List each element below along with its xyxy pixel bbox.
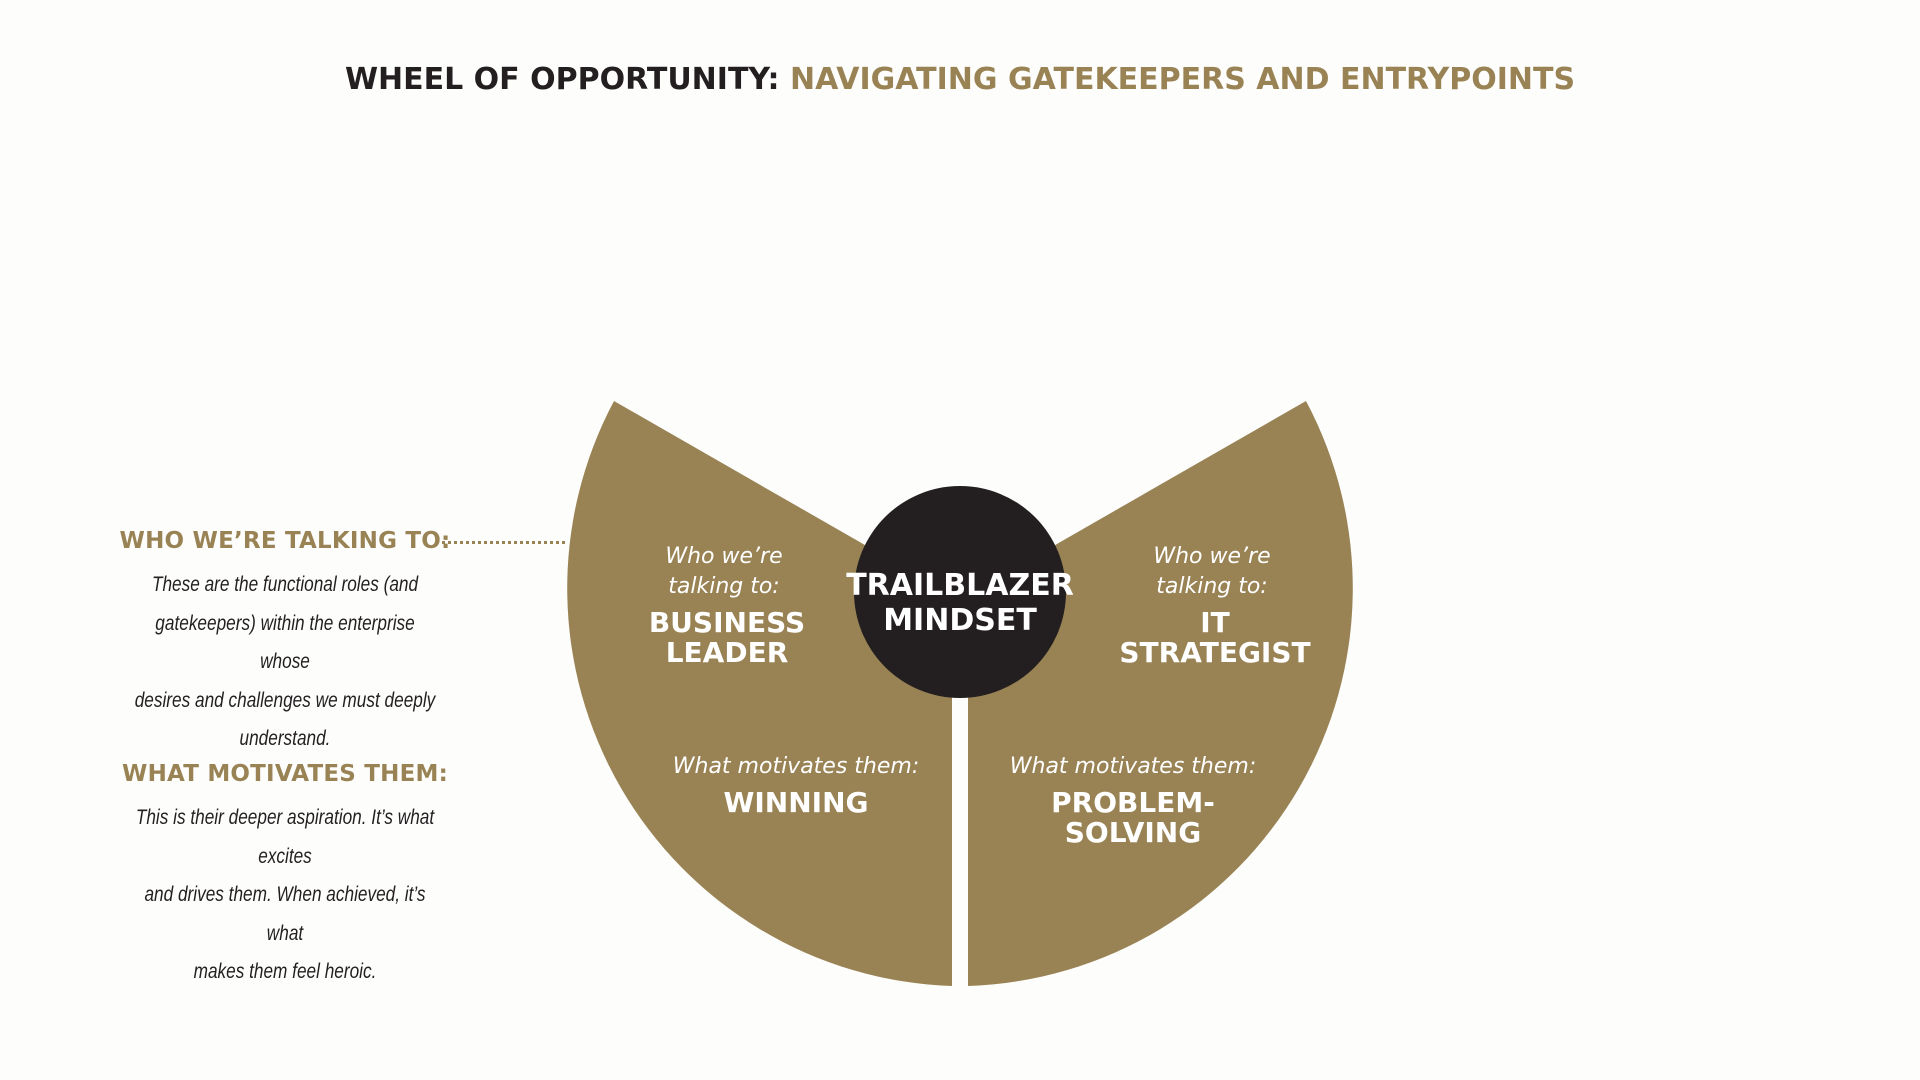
role-name: IT xyxy=(1200,606,1230,639)
role-name: BUSINESS xyxy=(649,606,805,639)
who-line: gatekeepers) within the enterprise whose xyxy=(155,611,415,674)
what-line: This is their deeper aspiration. It’s wh… xyxy=(135,806,435,868)
segment-it-strategist xyxy=(968,401,1353,986)
who-label: talking to: xyxy=(1156,574,1267,599)
segment-business-leader xyxy=(567,401,952,986)
what-section: WHAT MOTIVATES THEM: This is their deepe… xyxy=(95,761,475,992)
who-section: WHO WE’RE TALKING TO: These are the func… xyxy=(95,528,475,759)
title-part-2: NAVIGATING GATEKEEPERS AND ENTRYPOINTS xyxy=(789,62,1576,97)
role-name: LEADER xyxy=(666,636,789,669)
role-name: STRATEGIST xyxy=(1119,636,1310,669)
who-label: talking to: xyxy=(668,574,779,599)
what-line: makes them feel heroic. xyxy=(193,960,377,983)
who-line: understand. xyxy=(239,727,331,750)
motive-name: WINNING xyxy=(723,786,868,819)
hub-circle xyxy=(854,486,1066,698)
motive-name: PROBLEM- xyxy=(1051,786,1215,819)
who-description: These are the functional roles (and gate… xyxy=(129,566,441,759)
who-line: desires and challenges we must deeply xyxy=(134,688,436,712)
page-title: WHEEL OF OPPORTUNITY: NAVIGATING GATEKEE… xyxy=(0,62,1920,97)
motive-label: What motivates them: xyxy=(673,754,920,779)
motive-name: SOLVING xyxy=(1065,816,1201,849)
title-part-1: WHEEL OF OPPORTUNITY: xyxy=(344,62,780,97)
who-label: Who we’re xyxy=(1153,544,1270,569)
motive-label: What motivates them: xyxy=(1010,754,1257,779)
who-label: Who we’re xyxy=(665,544,782,569)
what-description: This is their deeper aspiration. It’s wh… xyxy=(129,799,441,992)
what-heading: WHAT MOTIVATES THEM: xyxy=(122,761,448,787)
what-line: and drives them. When achieved, it’s wha… xyxy=(144,883,426,945)
hub-line-1: TRAILBLAZER xyxy=(846,568,1074,603)
who-line: These are the functional roles (and xyxy=(151,573,419,596)
dotted-connector xyxy=(442,541,565,544)
who-heading: WHO WE’RE TALKING TO: xyxy=(119,528,451,554)
hub-line-2: MINDSET xyxy=(883,603,1037,638)
